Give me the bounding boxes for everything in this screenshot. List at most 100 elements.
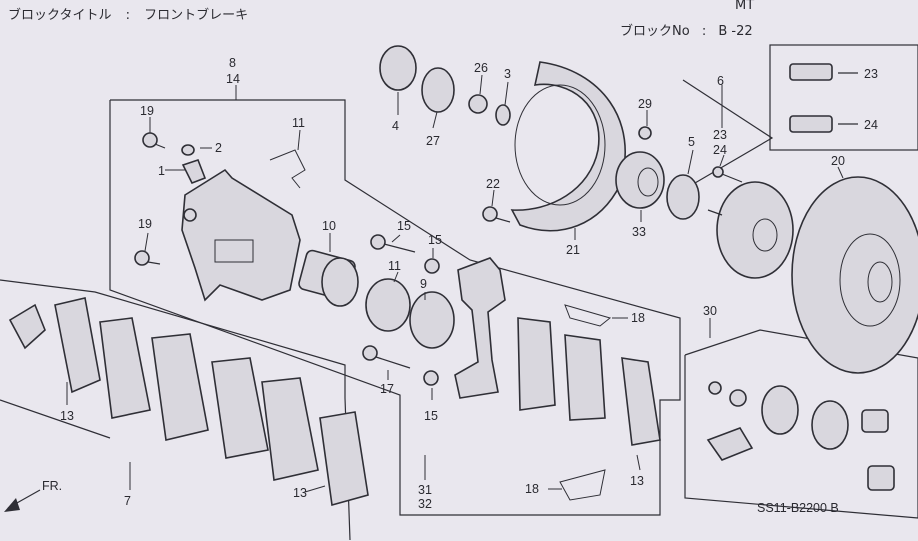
callout-15-lower: 15	[424, 409, 438, 423]
caliper-group-outline	[109, 99, 681, 516]
callout-7: 7	[124, 494, 131, 508]
hub-seal	[666, 174, 700, 220]
caliper-bolt-upper	[142, 132, 166, 149]
nut-26	[468, 94, 488, 114]
callout-17: 17	[380, 382, 394, 396]
callout-3: 3	[504, 67, 511, 81]
piston-boot	[409, 291, 455, 349]
mission-type-value: MT	[735, 0, 755, 13]
piston-seal	[365, 278, 411, 332]
pad-inner-right	[517, 317, 556, 411]
pad-inner-left-b	[151, 333, 209, 441]
callout-19-upper: 19	[140, 104, 154, 118]
pad-retainer-upper	[564, 304, 612, 327]
wheel-stud-24	[789, 115, 858, 133]
callout-9: 9	[420, 277, 427, 291]
kit-seal	[761, 385, 799, 435]
pin-boot-lower	[423, 370, 439, 386]
callout-22: 22	[486, 177, 500, 191]
block-title: ブロックタイトル : フロントブレーキ	[8, 4, 248, 23]
callout-32: 32	[418, 497, 432, 511]
splash-shield-bolt	[482, 206, 511, 223]
callout-8: 8	[229, 56, 236, 70]
kit-washer-a	[708, 381, 722, 395]
callout-29: 29	[638, 97, 652, 111]
callout-30: 30	[703, 304, 717, 318]
shim-pad-right	[621, 357, 661, 446]
callout-16: 15	[397, 219, 411, 233]
callout-24-hub: 24	[713, 143, 727, 157]
callout-19-lower: 19	[138, 217, 152, 231]
pad-outer-left-a	[211, 357, 269, 459]
callout-24-box: 24	[864, 118, 878, 132]
drawing-code: SS11-B2200 B	[757, 501, 839, 515]
block-number: ブロックNo : B -22	[620, 20, 753, 39]
shim-left	[54, 297, 101, 394]
callout-6: 6	[717, 74, 724, 88]
hub-stud	[712, 166, 743, 183]
callout-2: 2	[215, 141, 222, 155]
slide-pin-lower	[362, 345, 411, 369]
bleeder-cap	[181, 144, 195, 156]
kit-grease	[706, 427, 754, 461]
block-number-label: ブロックNo	[620, 24, 690, 39]
o-ring-27	[421, 67, 455, 113]
pad-group-lower-edge	[0, 399, 111, 439]
block-number-value: B -22	[718, 24, 753, 39]
callout-26: 26	[474, 61, 488, 75]
callout-33: 33	[632, 225, 646, 239]
pad-label-plate	[8, 303, 46, 350]
screw-29	[638, 126, 652, 140]
caliper-bracket	[454, 257, 506, 399]
callout-20: 20	[831, 154, 845, 168]
boot-4	[379, 45, 417, 91]
brake-disc	[791, 176, 918, 374]
seal-kit-outline	[684, 329, 918, 519]
slide-pin-upper	[370, 234, 416, 253]
block-title-label: ブロックタイトル	[8, 8, 112, 23]
pad-retainer-lower	[559, 469, 606, 501]
caliper-body	[181, 168, 301, 302]
hub-outline	[682, 79, 774, 191]
stud-box-outline	[769, 44, 918, 151]
callout-1: 1	[158, 164, 165, 178]
kit-pin-boot-a	[861, 409, 889, 433]
callout-13-left: 13	[60, 409, 74, 423]
callout-labels: 8 14 19 2 1 19 11 10 15 15 11 9 17 15 4 …	[60, 56, 878, 515]
callout-18-upper: 18	[631, 311, 645, 325]
callout-27: 27	[426, 134, 440, 148]
caliper-piston	[298, 249, 359, 307]
block-title-colon: :	[125, 8, 131, 23]
callout-14: 14	[226, 72, 240, 86]
front-direction-arrow: FR.	[4, 479, 62, 512]
pad-outer-right	[564, 334, 606, 421]
pin-boot-upper	[424, 258, 440, 274]
callout-21: 21	[566, 243, 580, 257]
spring-clip	[269, 149, 306, 189]
callout-13-right: 13	[630, 474, 644, 488]
kit-pin-boot-b	[867, 465, 895, 491]
callout-18-lower: 18	[525, 482, 539, 496]
callout-15-upper: 15	[428, 233, 442, 247]
callout-5: 5	[688, 135, 695, 149]
pad-outer-left-b	[261, 377, 319, 481]
wheel-hub	[707, 181, 794, 279]
shim-right	[319, 411, 369, 507]
caliper-window	[214, 239, 254, 263]
kit-boot	[811, 400, 849, 450]
block-title-value: フロントブレーキ	[144, 8, 249, 23]
callout-12: 11	[292, 116, 305, 130]
callout-13-pads: 13	[293, 486, 307, 500]
pad-inner-left-a	[99, 317, 151, 419]
callout-23-hub: 23	[713, 128, 727, 142]
callout-4: 4	[392, 119, 399, 133]
splash-shield-center	[514, 84, 606, 206]
block-number-colon: :	[701, 24, 707, 39]
kit-washer-b	[729, 389, 747, 407]
wheel-stud-23	[789, 63, 858, 81]
leader-lines	[66, 74, 844, 493]
caliper-bolt-lower	[134, 250, 161, 266]
callout-11: 11	[388, 259, 401, 273]
